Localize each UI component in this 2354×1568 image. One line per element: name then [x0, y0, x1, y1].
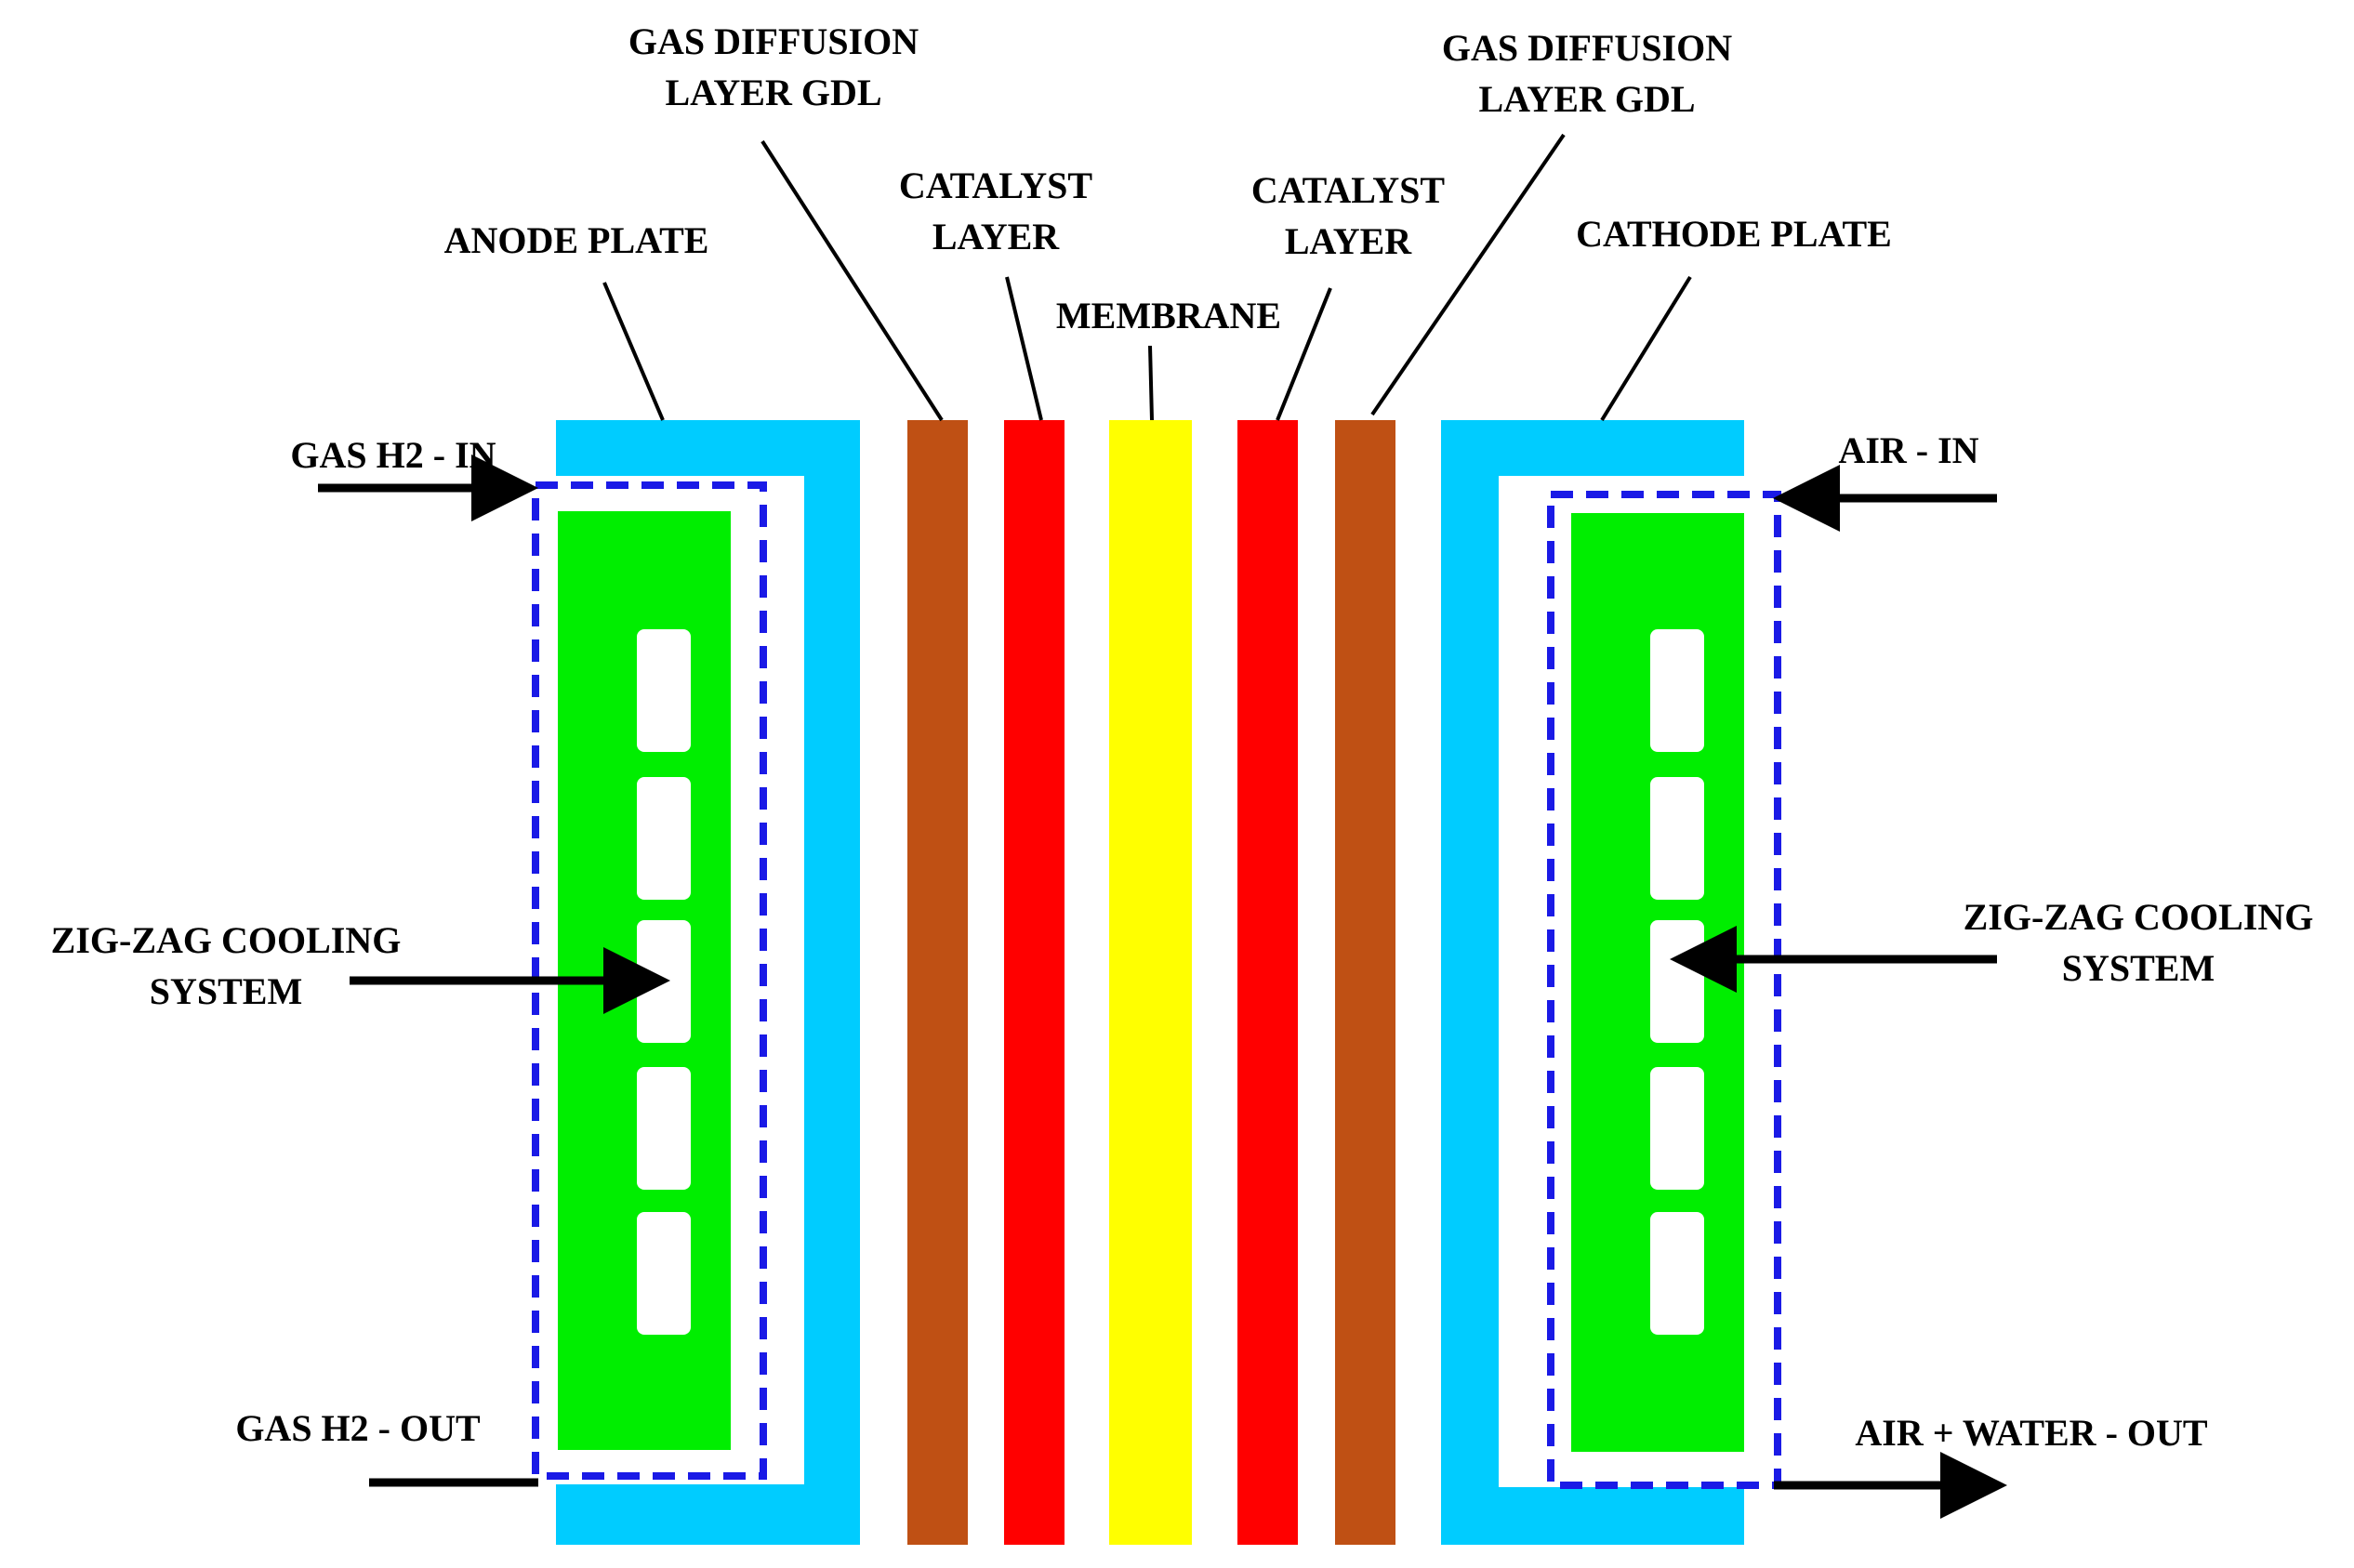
leader-lines: [602, 133, 1692, 422]
air-water-out-label: AIR + WATER - OUT: [1855, 1412, 2207, 1454]
cathode-plate-body: [1441, 420, 1744, 1545]
gdl-left: [907, 420, 968, 1545]
cathode-plate-label: CATHODE PLATE: [1576, 213, 1892, 255]
gdl-left-label-line2: LAYER GDL: [665, 72, 881, 113]
gdl-right-label-line2: LAYER GDL: [1478, 78, 1695, 120]
cooling-right-label-line2: SYSTEM: [2062, 947, 2215, 989]
anode-cooling-channel: [637, 629, 691, 752]
gdl-left-leader: [760, 139, 944, 422]
catalyst-right-label-line2: LAYER: [1285, 220, 1412, 262]
membrane: [1109, 420, 1192, 1545]
cooling-left-label-line2: SYSTEM: [150, 970, 303, 1012]
anode-plate-body: [556, 420, 860, 1545]
gdl-right-leader: [1370, 133, 1566, 416]
anode-dashed-boundary: [532, 481, 767, 1480]
cathode-cooling-channel: [1650, 629, 1704, 752]
air-in-label: AIR - IN: [1838, 429, 1978, 471]
cathode-plate: [1441, 420, 1781, 1545]
cathode-cooling-channel: [1650, 920, 1704, 1043]
catalyst-right-label-line1: CATALYST: [1251, 169, 1446, 211]
anode-cooling-channels: [637, 629, 691, 1335]
cathode-cooling-channel: [1650, 1212, 1704, 1335]
catalyst-right: [1237, 420, 1298, 1545]
anode-cooling-channel: [637, 777, 691, 900]
catalyst-right-leader: [1276, 287, 1332, 421]
cathode-plate-leader: [1600, 275, 1692, 422]
cooling-right-label-line1: ZIG-ZAG COOLING: [1964, 896, 2314, 938]
catalyst-left: [1004, 420, 1065, 1545]
catalyst-left-label-line1: CATALYST: [899, 165, 1093, 206]
anode-cooling-channel: [637, 1212, 691, 1335]
anode-plate-leader: [602, 282, 665, 421]
catalyst-left-label-line2: LAYER: [932, 216, 1060, 257]
cathode-cooling-channels: [1650, 629, 1704, 1335]
anode-cooling-channel: [637, 1067, 691, 1190]
labels: GAS DIFFUSION LAYER GDL GAS DIFFUSION LA…: [51, 20, 2314, 1454]
cooling-left-label-line1: ZIG-ZAG COOLING: [51, 919, 402, 961]
gas-h2-in-label: GAS H2 - IN: [290, 434, 496, 476]
flow-arrows: [318, 455, 2007, 1519]
gas-h2-out-label: GAS H2 - OUT: [235, 1407, 481, 1449]
gdl-right: [1335, 420, 1395, 1545]
cathode-cooling-channel: [1650, 777, 1704, 900]
cathode-dashed-boundary: [1547, 491, 1781, 1489]
cathode-cooling-channel: [1650, 1067, 1704, 1190]
anode-plate-label: ANODE PLATE: [444, 219, 709, 261]
catalyst-left-leader: [1005, 276, 1043, 421]
membrane-label: MEMBRANE: [1056, 295, 1281, 336]
gdl-right-label-line1: GAS DIFFUSION: [1442, 27, 1732, 69]
membrane-leader: [1148, 345, 1154, 421]
gdl-left-label-line1: GAS DIFFUSION: [628, 20, 919, 62]
